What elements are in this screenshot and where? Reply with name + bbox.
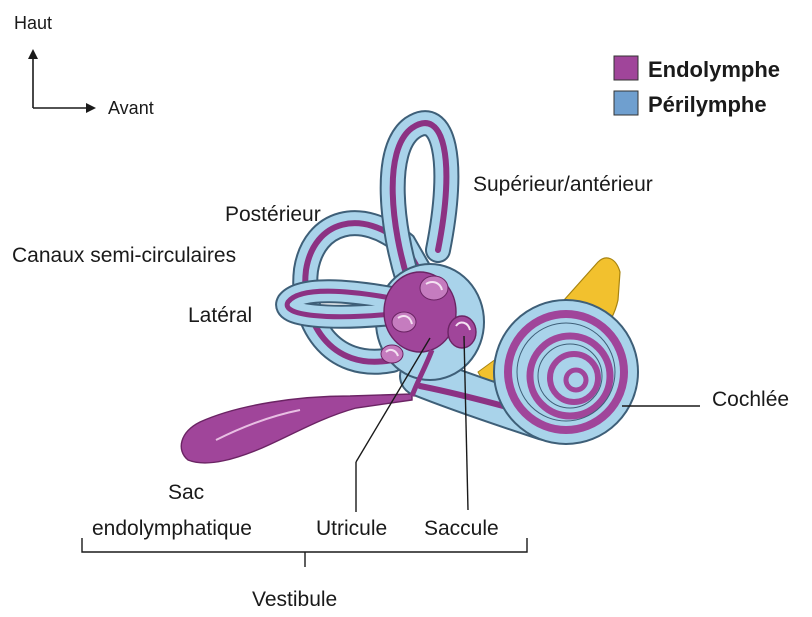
label-sac-line1: Sac (168, 481, 204, 504)
forward-label: Avant (108, 98, 154, 118)
legend-swatch-endolymph (614, 56, 638, 80)
label-posterior-canal: Postérieur (225, 203, 321, 226)
legend-label-perilymph: Périlymphe (648, 92, 767, 117)
label-vestibule: Vestibule (252, 588, 337, 611)
legend-label-endolymph: Endolymphe (648, 57, 780, 82)
legend-swatch-perilymph (614, 91, 638, 115)
label-semicircular-canals: Canaux semi-circulaires (12, 244, 236, 267)
legend: Endolymphe Périlymphe (614, 56, 780, 117)
orientation-axes: Haut Avant (14, 13, 154, 118)
label-sac-line2: endolymphatique (92, 517, 252, 540)
label-saccule: Saccule (424, 517, 499, 540)
cochlea (494, 300, 638, 444)
saccule (448, 316, 476, 348)
label-lateral-canal: Latéral (188, 304, 252, 327)
label-cochlea: Cochlée (712, 388, 789, 411)
endolymphatic-sac (181, 394, 412, 463)
up-label: Haut (14, 13, 52, 33)
label-superior-canal: Supérieur/antérieur (473, 173, 653, 196)
vestibule-bracket (82, 538, 527, 567)
label-utricle: Utricule (316, 517, 387, 540)
